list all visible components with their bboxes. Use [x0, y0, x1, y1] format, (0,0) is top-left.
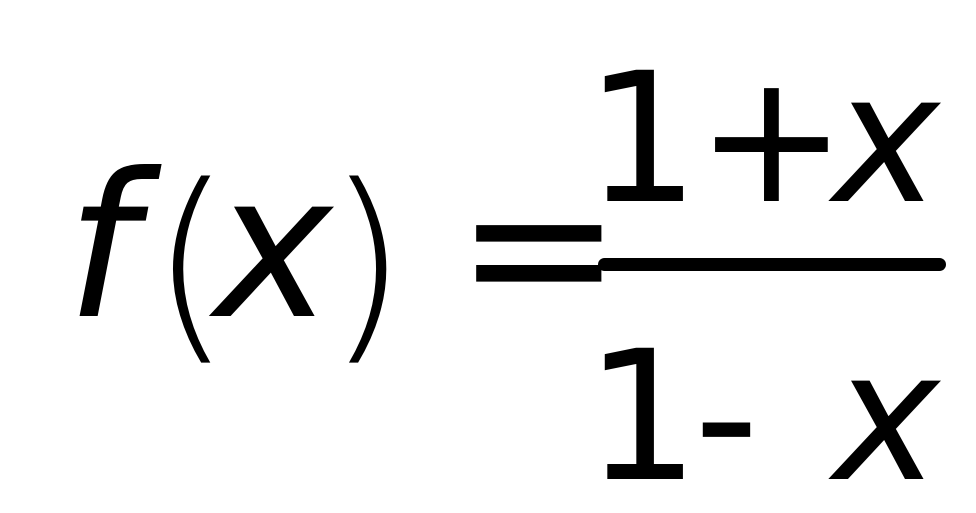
- function-name: f: [66, 131, 137, 364]
- close-parenthesis: ): [326, 140, 408, 385]
- denominator-term-1: 1: [585, 313, 700, 513]
- function-variable: x: [214, 131, 333, 364]
- numerator-operator: +: [696, 35, 847, 244]
- fraction-bar: [598, 258, 946, 271]
- denominator-operator: -: [694, 313, 759, 513]
- numerator-term-1: 1: [585, 35, 700, 244]
- denominator-term-2: x: [833, 313, 940, 513]
- numerator-term-2: x: [833, 35, 940, 244]
- open-parenthesis: (: [150, 140, 232, 385]
- equals-sign: =: [455, 131, 623, 364]
